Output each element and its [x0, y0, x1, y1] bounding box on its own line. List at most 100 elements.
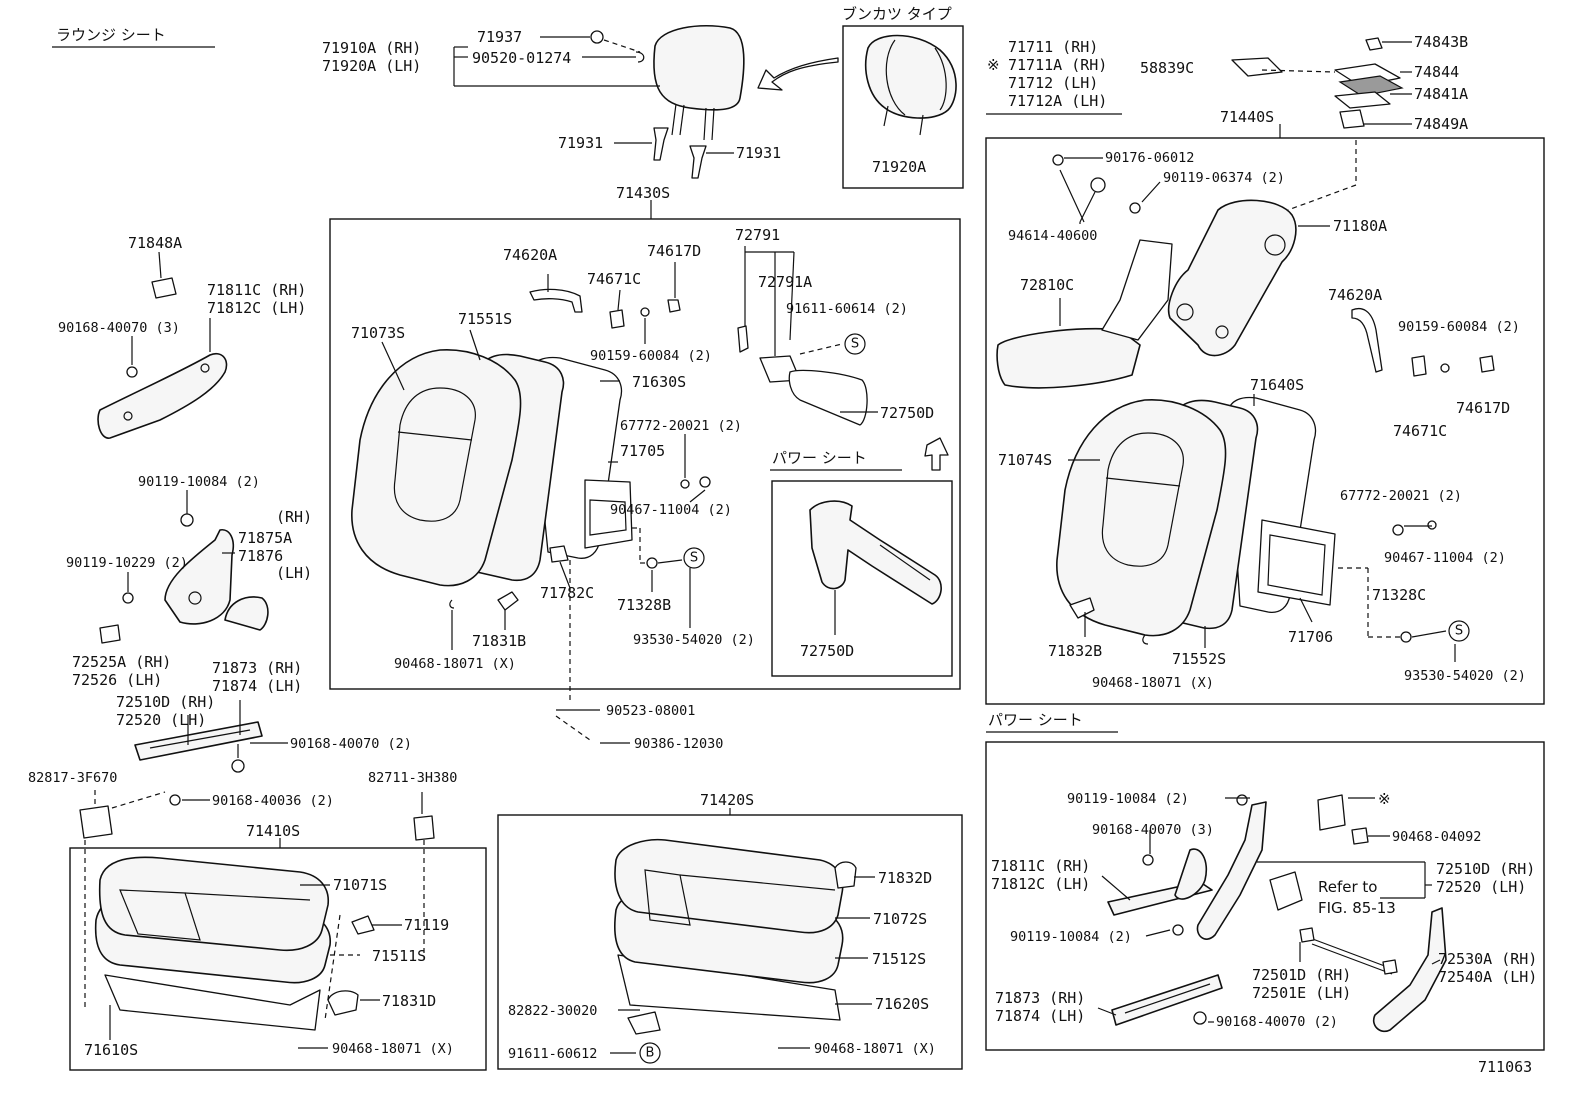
nut-71328C — [1400, 631, 1412, 643]
recliner-71875A — [164, 529, 235, 625]
part-label: 71874 (LH) — [212, 677, 302, 695]
separate-headrest — [864, 34, 957, 136]
part-label: 72750D — [800, 642, 854, 660]
kome-mark: ※ — [987, 56, 1000, 74]
up-arrow-icon — [924, 437, 949, 471]
part-label: 74671C — [587, 270, 641, 288]
leader-lines — [84, 36, 1456, 1054]
switch-stack-74841A — [1334, 37, 1404, 129]
part-label: 93530-54020 (2) — [1404, 668, 1526, 684]
figure-number: 711063 — [1478, 1058, 1532, 1076]
part-label: 93530-54020 (2) — [633, 632, 755, 648]
part-label: 71072S — [873, 910, 927, 928]
part-label: 74671C — [1393, 422, 1447, 440]
part-label: 71706 — [1288, 628, 1333, 646]
part-label: 71910A (RH) — [322, 39, 421, 57]
part-label: 90523-08001 — [606, 703, 695, 719]
part-label: 71074S — [998, 451, 1052, 469]
part-label: 91611-60612 — [508, 1046, 597, 1062]
part-labels: 71937 71910A (RH) 71920A (LH) 90520-0127… — [28, 28, 1537, 1076]
part-label: 71180A — [1333, 217, 1387, 235]
part-label: 71711 (RH) — [1008, 38, 1098, 56]
part-label: 71812C (LH) — [207, 299, 306, 317]
s-symbol: S — [690, 551, 698, 566]
part-label: 82822-30020 — [508, 1003, 597, 1019]
part-label: 74843B — [1414, 33, 1468, 51]
clip-90468-04092 — [1351, 827, 1369, 845]
part-label: 71931 — [736, 144, 781, 162]
part-label: 71610S — [84, 1041, 138, 1059]
part-label: 74620A — [1328, 286, 1382, 304]
part-label: 71552S — [1172, 650, 1226, 668]
rail-71873-left — [134, 721, 263, 761]
separate-type-box — [842, 25, 964, 189]
part-label: 71937 — [477, 28, 522, 46]
part-label: 71848A — [128, 234, 182, 252]
heading-power-seat: パワー シート — [988, 711, 1083, 729]
part-label: 71873 (RH) — [995, 989, 1085, 1007]
part-label: 72540A (LH) — [1438, 968, 1537, 986]
part-label: 71071S — [333, 876, 387, 894]
part-label: 71873 (RH) — [212, 659, 302, 677]
power-motor-72750D — [809, 500, 942, 605]
part-label: 71328B — [617, 596, 671, 614]
part-label: 71705 — [620, 442, 665, 460]
part-label: 71640S — [1250, 376, 1304, 394]
clip-71119 — [351, 915, 375, 935]
part-label: 72530A (RH) — [1438, 950, 1537, 968]
part-label: 90119-10084 (2) — [1067, 791, 1189, 807]
part-label: 71811C (RH) — [207, 281, 306, 299]
part-label: 90520-01274 — [472, 49, 571, 67]
part-label: 90119-10084 (2) — [138, 474, 260, 490]
part-label: 71920A — [872, 158, 926, 176]
part-label: 71875A — [238, 529, 292, 547]
part-label: 71440S — [1220, 108, 1274, 126]
part-label: 72810C — [1020, 276, 1074, 294]
part-label: 90468-18071 (X) — [394, 656, 516, 672]
part-label: 82817-3F670 — [28, 770, 117, 786]
part-label: 72510D (RH) — [1436, 860, 1535, 878]
kome-mark: ※ — [1378, 790, 1391, 808]
screw-90159-center — [640, 307, 650, 317]
part-label: 72520 (LH) — [1436, 878, 1526, 896]
part-label: 74617D — [647, 242, 701, 260]
part-label: 71119 — [404, 916, 449, 934]
shield-71811C-left — [97, 353, 228, 439]
grip-74620A-center — [529, 288, 583, 313]
b-symbol: B — [646, 1046, 655, 1061]
clip-74617D-center — [667, 299, 681, 313]
part-label: FIG. 85-13 — [1318, 899, 1396, 917]
part-label: 71511S — [372, 947, 426, 965]
part-label: 90386-12030 — [634, 736, 723, 752]
seat-back-box — [329, 218, 961, 690]
part-label: 94614-40600 — [1008, 228, 1097, 244]
part-label: 71512S — [872, 950, 926, 968]
part-label: 71430S — [616, 184, 670, 202]
part-label: 90467-11004 (2) — [610, 502, 732, 518]
circled-symbols: S S S B — [639, 333, 1470, 1064]
part-label: 71420S — [700, 791, 754, 809]
part-label: 71620S — [875, 995, 929, 1013]
cover-71876 — [224, 596, 269, 631]
cushion-71420S — [614, 838, 844, 1021]
cover-71848A — [151, 277, 177, 299]
part-label: 90119-10229 (2) — [66, 555, 188, 571]
heading-power-seat: パワー シート — [772, 449, 867, 467]
right-power-seat-box — [985, 741, 1545, 1051]
part-label: 72501D (RH) — [1252, 966, 1351, 984]
clip-71937 — [590, 30, 604, 44]
part-label: 91611-60614 (2) — [786, 301, 908, 317]
part-label: 71073S — [351, 324, 405, 342]
part-label: (LH) — [276, 564, 312, 582]
part-label: 71874 (LH) — [995, 1007, 1085, 1025]
part-label: 90468-18071 (X) — [814, 1041, 936, 1057]
part-label: 90468-18071 (X) — [332, 1041, 454, 1057]
part-label: 72791 — [735, 226, 780, 244]
part-label: 71832D — [878, 869, 932, 887]
cover-kome — [1317, 794, 1346, 831]
power-back-plate — [584, 479, 633, 549]
part-label: 58839C — [1140, 59, 1194, 77]
part-label: 82711-3H380 — [368, 770, 457, 786]
part-label: 71328C — [1372, 586, 1426, 604]
s-symbol: S — [851, 337, 859, 352]
